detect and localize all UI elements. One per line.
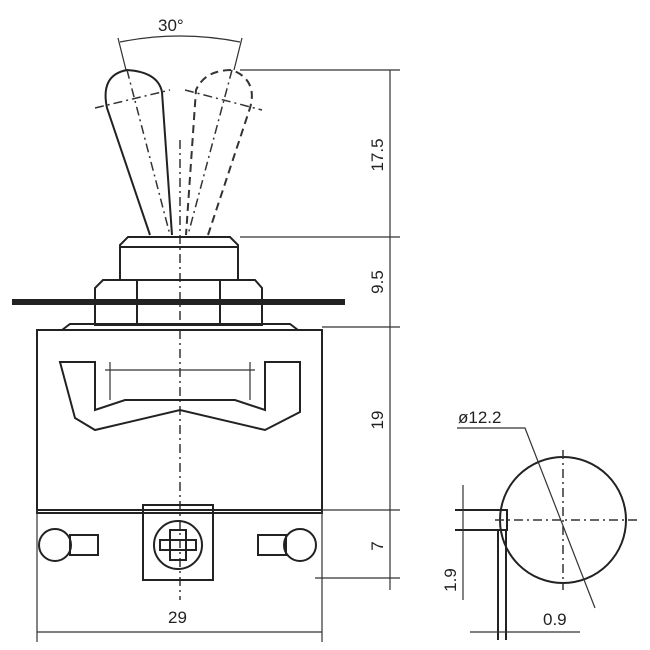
toggle-lever (94, 68, 173, 236)
tab-height-label: 1.9 (441, 568, 460, 592)
angle-label: 30° (158, 16, 184, 35)
body-height-label: 19 (368, 411, 387, 430)
mounting-panel (12, 299, 345, 305)
bushing-height-label: 9.5 (368, 270, 387, 294)
diameter-label: ø12.2 (458, 408, 501, 427)
lever-height-label: 17.5 (368, 138, 387, 171)
side-view: ø12.2 1.9 0.9 (441, 408, 637, 640)
toggle-lever-alt-position (184, 68, 263, 236)
mounting-nuts (12, 279, 345, 331)
vertical-dimensions: 17.5 9.5 19 7 (240, 69, 400, 590)
tab-thickness-label: 0.9 (543, 610, 567, 629)
terminal-height-label: 7 (368, 541, 387, 550)
body-width-label: 29 (168, 608, 187, 627)
angle-dimension: 30° (117, 16, 243, 71)
bushing-nut (119, 236, 239, 281)
width-dimension: 29 (36, 510, 323, 642)
